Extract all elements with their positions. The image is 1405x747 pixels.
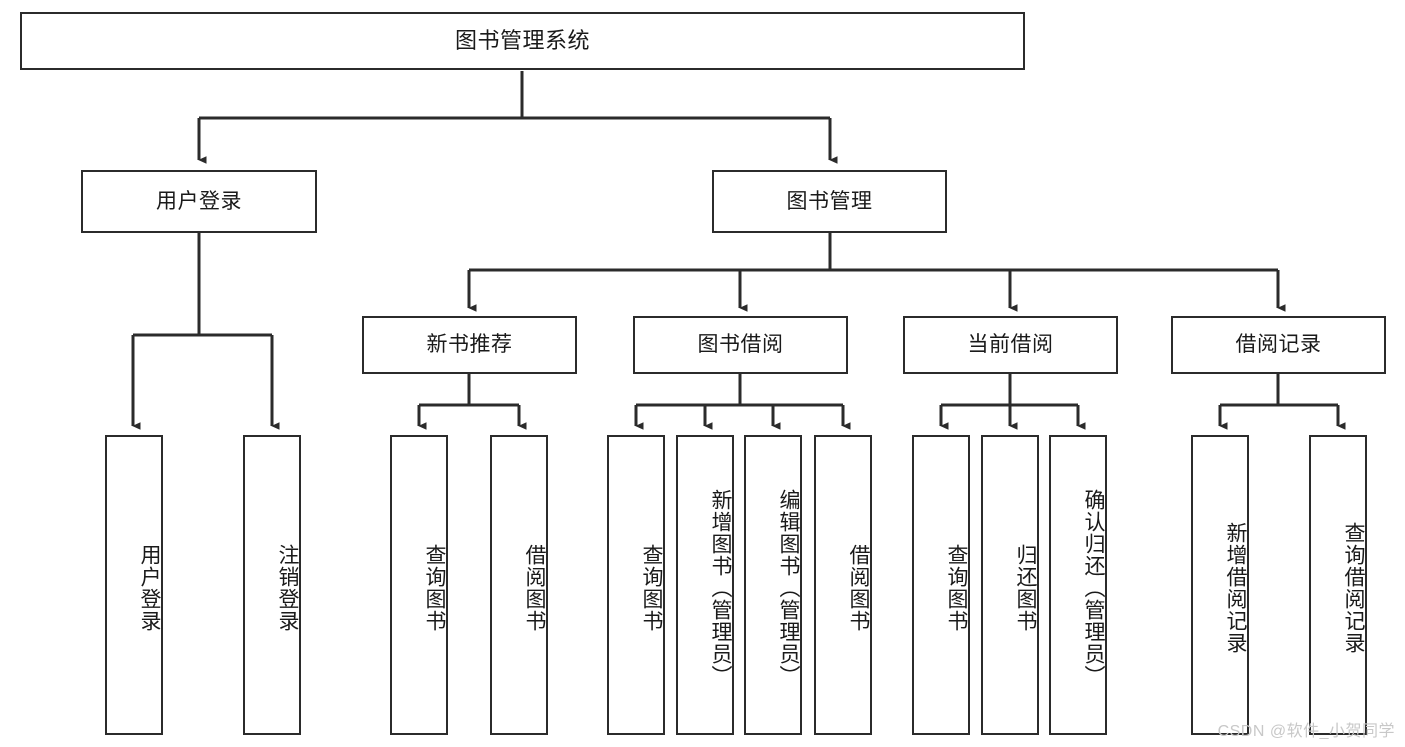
leaf-record-query-borrow-record[interactable]: 查询借阅记录 — [1309, 435, 1367, 735]
leaf-recommend-query-book[interactable]: 查询图书 — [390, 435, 448, 735]
leaf-borrow-query-book[interactable]: 查询图书 — [607, 435, 665, 735]
node-current-borrowing[interactable]: 当前借阅 — [903, 316, 1118, 374]
node-new-book-recommendation[interactable]: 新书推荐 — [362, 316, 577, 374]
leaf-recommend-borrow-book[interactable]: 借阅图书 — [490, 435, 548, 735]
node-borrowing-records[interactable]: 借阅记录 — [1171, 316, 1386, 374]
leaf-record-add-borrow-record[interactable]: 新增借阅记录 — [1191, 435, 1249, 735]
leaf-current-query-book[interactable]: 查询图书 — [912, 435, 970, 735]
leaf-borrow-borrow-book[interactable]: 借阅图书 — [814, 435, 872, 735]
leaf-current-confirm-return-admin[interactable]: 确认归还（管理员） — [1049, 435, 1107, 735]
leaf-borrow-add-book-admin[interactable]: 新增图书（管理员） — [676, 435, 734, 735]
leaf-user-login-login[interactable]: 用户登录 — [105, 435, 163, 735]
node-book-borrowing[interactable]: 图书借阅 — [633, 316, 848, 374]
node-user-login[interactable]: 用户登录 — [81, 170, 317, 233]
node-book-management[interactable]: 图书管理 — [712, 170, 947, 233]
leaf-borrow-edit-book-admin[interactable]: 编辑图书（管理员） — [744, 435, 802, 735]
leaf-user-login-logout[interactable]: 注销登录 — [243, 435, 301, 735]
node-root-book-management-system[interactable]: 图书管理系统 — [20, 12, 1025, 70]
leaf-current-return-book[interactable]: 归还图书 — [981, 435, 1039, 735]
